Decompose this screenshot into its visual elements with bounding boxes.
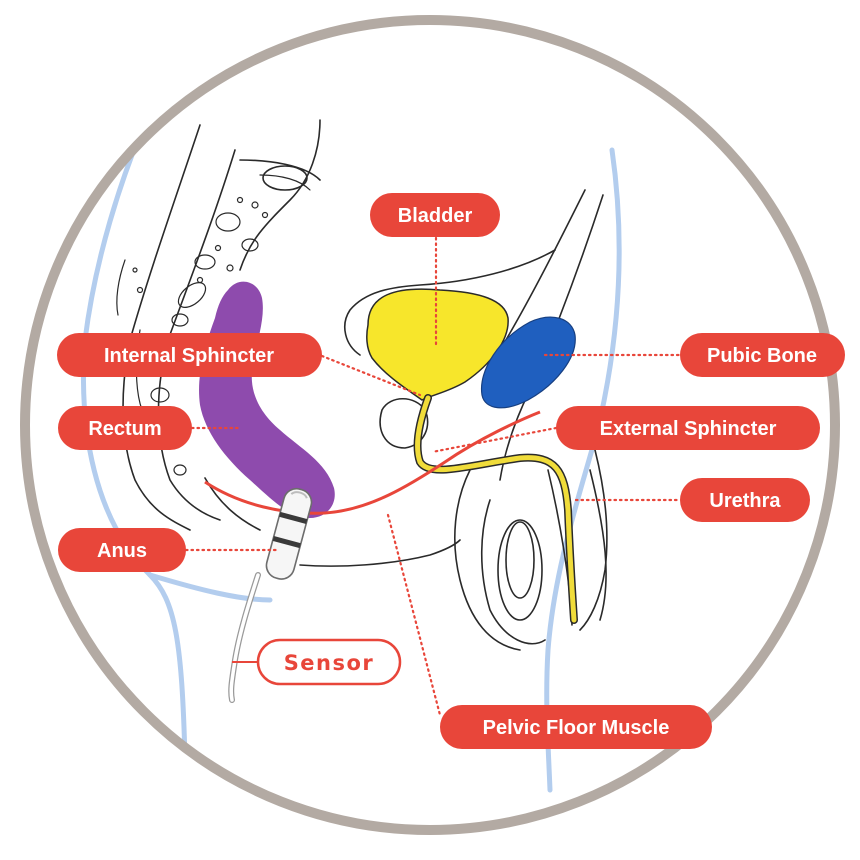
leader-lines — [184, 236, 682, 717]
label-pubic-bone: Pubic Bone — [680, 333, 845, 377]
body-contour-front — [544, 147, 622, 793]
sensor-cable — [228, 572, 261, 703]
rectum — [199, 281, 335, 518]
label-rectum: Rectum — [58, 406, 192, 450]
diagram-frame — [20, 15, 840, 835]
pubic-bone — [480, 316, 576, 409]
vertebra — [262, 165, 308, 191]
bladder — [366, 288, 509, 401]
perineum-outline — [299, 539, 461, 567]
label-internal-sphincter-text: Internal Sphincter — [104, 345, 274, 367]
label-rectum-text: Rectum — [88, 418, 161, 440]
label-bladder: Bladder — [370, 193, 500, 237]
sensor-probe — [228, 487, 313, 703]
label-sensor: Sensor — [232, 638, 402, 686]
label-sensor-text: Sensor — [284, 651, 375, 675]
label-external-sphincter-text: External Sphincter — [600, 418, 777, 440]
leader-internal-sphincter — [320, 354, 422, 397]
label-urethra-text: Urethra — [709, 490, 781, 512]
anatomy-illustration — [81, 107, 622, 793]
body-contour-back — [81, 107, 188, 763]
label-bladder-text: Bladder — [398, 205, 473, 227]
prostate — [379, 397, 429, 449]
body-contour-lower — [147, 572, 273, 603]
leader-pelvic-floor — [386, 513, 442, 717]
pelvic-floor-muscle — [204, 410, 541, 515]
sensor-body — [265, 487, 313, 580]
label-pelvic-floor-muscle-text: Pelvic Floor Muscle — [483, 717, 670, 739]
label-urethra: Urethra — [680, 478, 810, 522]
label-anus: Anus — [58, 528, 186, 572]
label-internal-sphincter: Internal Sphincter — [57, 333, 322, 377]
label-anus-text: Anus — [97, 540, 147, 562]
leader-external-sphincter — [430, 426, 558, 454]
label-pubic-bone-text: Pubic Bone — [707, 345, 817, 367]
label-pelvic-floor-muscle: Pelvic Floor Muscle — [440, 705, 712, 749]
sacrum-spine — [116, 119, 321, 531]
label-external-sphincter: External Sphincter — [556, 406, 820, 450]
